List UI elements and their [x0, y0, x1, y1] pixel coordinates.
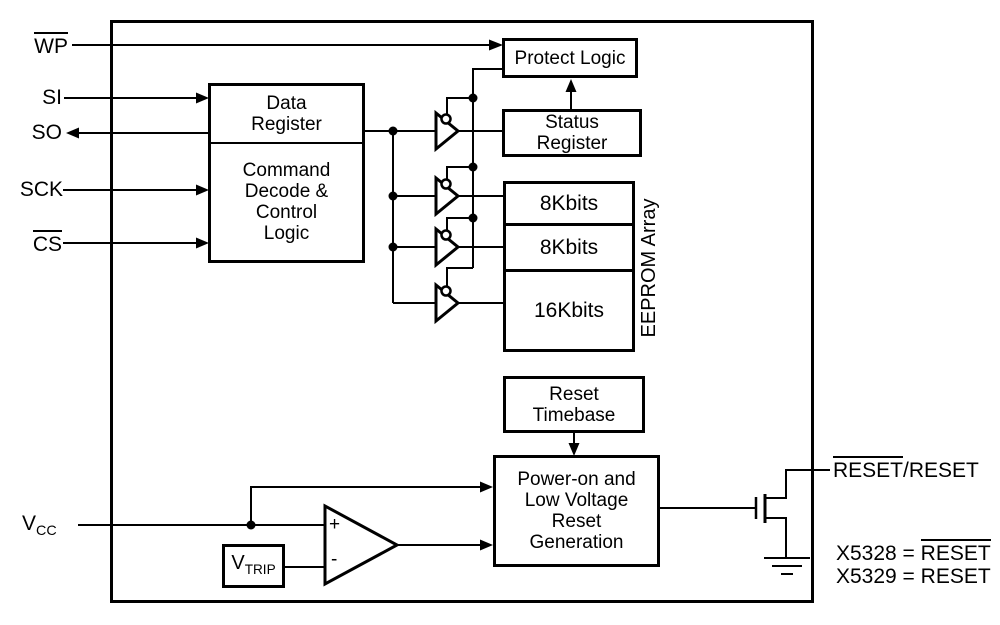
vtrip-label-sub: TRIP	[244, 561, 276, 577]
buffer4-enable-wire	[446, 267, 473, 287]
status-register-label-line: Status	[545, 112, 599, 133]
buffer1-enable-wire	[446, 97, 473, 115]
data-register-command-box: Data Register Command Decode & Control L…	[208, 83, 365, 263]
cs-arrowhead	[196, 237, 209, 249]
reset-text-overlined: RESET	[833, 456, 904, 483]
vtrip-reference-box: VTRIP	[222, 544, 285, 588]
vcc-text-main: V	[22, 512, 37, 535]
buffer2-enable-wire	[446, 166, 473, 180]
note-x5329: X5329 = RESET	[836, 565, 991, 588]
junction-dot	[388, 126, 398, 136]
vtrip-label-main: V	[231, 551, 245, 574]
command-decode-section: Command Decode & Control Logic	[211, 144, 362, 260]
enable-bus	[472, 68, 503, 268]
junction-dots	[246, 93, 478, 530]
status-to-protect-arrowhead	[565, 79, 577, 92]
power-on-reset-box: Power-on and Low Voltage Reset Generatio…	[493, 455, 660, 567]
pin-label-cs: CS	[0, 230, 62, 257]
enable-bubble-1	[440, 113, 452, 125]
so-arrowhead	[66, 127, 79, 139]
junction-dot	[468, 93, 478, 103]
power-on-label-line: Generation	[529, 532, 624, 553]
sck-text: SCK	[19, 178, 63, 201]
junction-dot	[388, 242, 398, 252]
eeprom-bank-8k-2: 8Kbits	[506, 226, 632, 272]
chip-outline-box	[110, 20, 814, 603]
comparator-triangle	[323, 503, 401, 587]
buffer3-enable-wire	[446, 217, 473, 231]
reset-timebase-label-line: Reset	[549, 383, 599, 405]
protect-logic-label: Protect Logic	[514, 47, 626, 69]
data-register-label-line: Data	[266, 93, 307, 114]
data-register-section: Data Register	[211, 86, 362, 144]
junction-dot	[388, 191, 398, 201]
comparator-plus-sign: +	[329, 514, 341, 535]
cs-text-overlined: CS	[32, 230, 62, 257]
wp-text-overlined: WP	[34, 32, 68, 59]
vtrip-label: VTRIP	[231, 551, 276, 580]
eeprom-bank-label: 8Kbits	[539, 236, 599, 259]
junction-dot	[246, 520, 256, 530]
so-text: SO	[31, 121, 62, 144]
mosfet-source-wire	[765, 517, 787, 558]
vcc-branch-wire	[250, 486, 481, 525]
command-decode-label-line: Logic	[263, 223, 310, 244]
eeprom-array-side-label: EEPROM Array	[638, 198, 660, 338]
data-register-label-line: Register	[251, 114, 322, 135]
reset-timebase-box: Reset Timebase	[503, 376, 645, 433]
tristate-buffers	[434, 109, 461, 325]
pin-label-sck: SCK	[0, 178, 63, 202]
status-register-box: Status Register	[502, 109, 642, 157]
eeprom-bank-8k-1: 8Kbits	[506, 184, 632, 226]
wires	[63, 44, 830, 575]
note-x5328-prefix: X5328 =	[836, 542, 921, 565]
enable-bubble-4	[440, 285, 452, 297]
junction-dot	[468, 213, 478, 223]
eeprom-array-box: 8Kbits 8Kbits 16Kbits	[503, 181, 635, 352]
si-text: SI	[42, 86, 62, 109]
comparator-minus-sign: -	[331, 549, 338, 570]
enable-bubble-3	[440, 229, 452, 241]
command-decode-label-line: Decode &	[244, 181, 329, 202]
enable-bubble-2	[440, 178, 452, 190]
eeprom-bank-label: 8Kbits	[539, 192, 599, 215]
eeprom-bank-16k: 16Kbits	[506, 272, 632, 349]
comparator-output-arrowhead	[480, 539, 493, 551]
power-on-label-line: Low Voltage	[524, 490, 629, 511]
timebase-to-poweron-arrowhead	[568, 443, 580, 456]
vcc-text-sub: CC	[36, 523, 57, 540]
note-x5328: X5328 = RESET	[836, 539, 991, 566]
vcc-branch-arrowhead	[480, 481, 493, 493]
si-arrowhead	[196, 92, 209, 104]
command-decode-label-line: Control	[255, 202, 318, 223]
arrowheads	[66, 39, 580, 551]
pin-label-wp: WP	[0, 32, 68, 59]
status-register-label-line: Register	[536, 133, 608, 154]
pin-label-si: SI	[0, 86, 62, 110]
mosfet-drain-wire	[765, 469, 830, 499]
power-on-label-line: Power-on and	[517, 469, 636, 490]
pin-label-so: SO	[0, 121, 62, 145]
reset-pin-label: RESET/RESET	[833, 456, 979, 483]
pin-label-vcc: VCC	[22, 512, 57, 543]
note-x5328-reset-overlined: RESET	[920, 539, 991, 566]
wp-arrowhead	[489, 39, 503, 51]
sck-arrowhead	[196, 184, 209, 196]
protect-logic-box: Protect Logic	[502, 38, 638, 78]
power-on-label-line: Reset	[551, 511, 602, 532]
reset-text-rest: /RESET	[903, 459, 979, 482]
command-decode-label-line: Command	[242, 160, 331, 181]
eeprom-bank-label: 16Kbits	[533, 299, 605, 322]
reset-timebase-label-line: Timebase	[532, 404, 616, 426]
junction-dot	[468, 162, 478, 172]
